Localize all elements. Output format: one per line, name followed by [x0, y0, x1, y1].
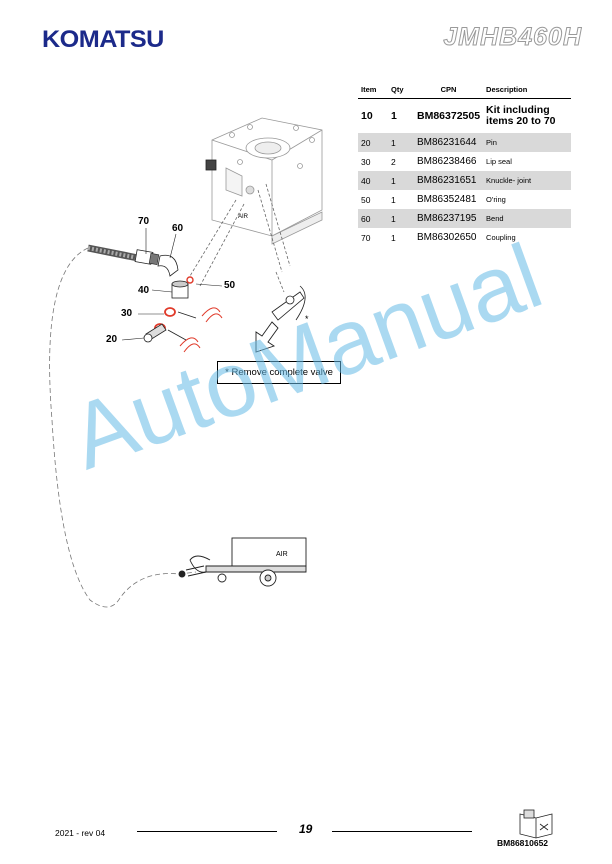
header-item: Item [358, 84, 388, 99]
row-qty: 1 [388, 133, 414, 152]
row-item: 10 [361, 109, 373, 122]
callout-30: 30 [121, 308, 133, 319]
header-description: Description [483, 84, 571, 99]
row-item: 70 [361, 232, 371, 243]
row-description: O'ring [486, 195, 506, 204]
guide-lines [189, 183, 291, 293]
valve-body [205, 117, 323, 245]
row-cpn: BM86352481 [417, 194, 477, 205]
footer-divider-left [137, 831, 277, 832]
footer-divider-right [332, 831, 472, 832]
leader-lines [121, 228, 223, 341]
row-description: Coupling [486, 233, 516, 242]
star-marker: * [305, 314, 309, 324]
row-qty: 1 [388, 171, 414, 190]
table-row: 40 1 BM86231651 Knuckle- joint [358, 171, 571, 190]
page-number: 19 [299, 822, 313, 836]
header-cpn: CPN [414, 84, 484, 99]
row-item: 20 [358, 133, 388, 152]
table-header-row: Item Qty CPN Description [358, 84, 571, 99]
row-cpn: BM86372505 [417, 109, 481, 122]
row-cpn: BM86231651 [414, 171, 484, 190]
pin-part [143, 323, 167, 343]
row-qty: 1 [391, 194, 396, 205]
hose [87, 244, 160, 265]
parts-table: Item Qty CPN Description 10 1 BM86372505… [358, 84, 571, 247]
air-line [49, 247, 197, 608]
table-row: 50 1 BM86352481 O'ring [358, 190, 571, 209]
air-compressor [178, 537, 307, 587]
callout-20: 20 [106, 334, 118, 345]
row-item: 40 [358, 171, 388, 190]
table-row: 60 1 BM86237195 Bend [358, 209, 571, 228]
table-row: 20 1 BM86231644 Pin [358, 133, 571, 152]
row-description: Bend [483, 209, 571, 228]
knuckle-joint [171, 276, 194, 299]
row-item: 30 [361, 156, 371, 167]
row-cpn: BM86237195 [414, 209, 484, 228]
footer-revision: 2021 - rev 04 [55, 828, 106, 838]
row-cpn: BM86231644 [414, 133, 484, 152]
row-description: Kit including items 20 to 70 [486, 104, 556, 127]
remove-valve-note: * Remove complete valve [217, 361, 341, 384]
table-row: 10 1 BM86372505 Kit including items 20 t… [358, 99, 571, 134]
row-cpn: BM86238466 [417, 156, 477, 167]
callout-50: 50 [224, 280, 236, 291]
callout-40: 40 [138, 285, 150, 296]
row-qty: 1 [391, 109, 397, 122]
header-qty: Qty [388, 84, 414, 99]
row-description: Pin [483, 133, 571, 152]
row-description: Lip seal [486, 157, 512, 166]
row-item: 50 [361, 194, 371, 205]
air-label-valve: AIR [238, 214, 249, 220]
komatsu-logo: KOMATSU [42, 26, 164, 53]
callout-60: 60 [172, 223, 184, 234]
row-item: 60 [358, 209, 388, 228]
model-name: JMHB460H [443, 23, 582, 52]
removed-valve [271, 285, 306, 321]
manual-book-icon [519, 809, 553, 839]
row-qty: 1 [391, 232, 396, 243]
table-row: 30 2 BM86238466 Lip seal [358, 152, 571, 171]
document-number: BM86810652 [497, 838, 549, 848]
table-row: 70 1 BM86302650 Coupling [358, 228, 571, 247]
row-description: Knuckle- joint [483, 171, 571, 190]
row-cpn: BM86302650 [417, 232, 477, 243]
air-label-compressor: AIR [276, 551, 288, 558]
row-qty: 2 [391, 156, 396, 167]
callout-70: 70 [138, 216, 150, 227]
removal-arrow-icon [255, 321, 279, 353]
bend-part [157, 254, 179, 277]
row-qty: 1 [388, 209, 414, 228]
